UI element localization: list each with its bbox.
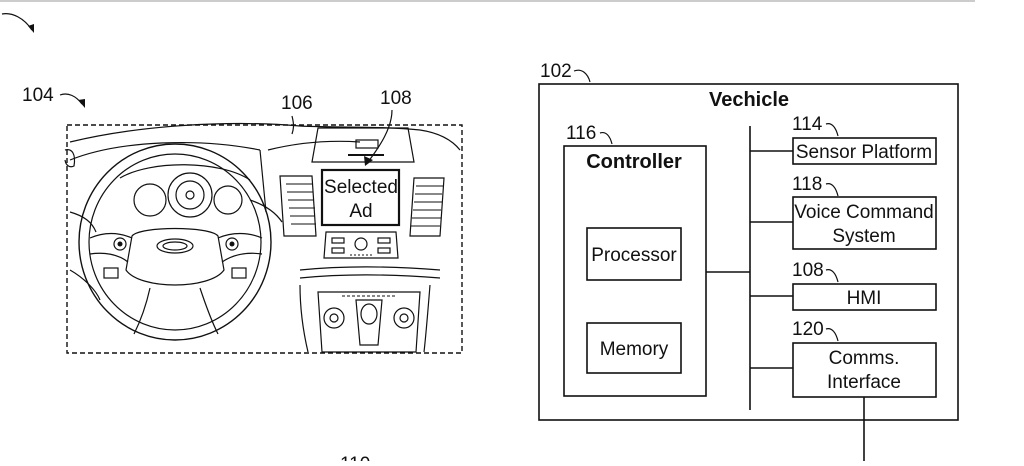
sensor-platform-label: Sensor Platform xyxy=(796,142,932,163)
dashboard-ref-label: 104 xyxy=(22,85,54,106)
hmi-screen xyxy=(320,168,401,227)
voice-command-label-line2: System xyxy=(832,226,895,247)
memory-label: Memory xyxy=(600,339,669,360)
comms-label-line1: Comms. xyxy=(829,348,900,369)
comms-ref-leader xyxy=(825,328,839,342)
hmi-box xyxy=(792,283,937,311)
comms-ref-label: 120 xyxy=(792,319,824,340)
sensor-ref-label: 114 xyxy=(792,114,823,135)
memory-box xyxy=(586,322,682,374)
vehicle-block-diagram: 102 Vechicle 116 Controller Processor Me… xyxy=(538,61,959,461)
vehicle-title: Vechicle xyxy=(709,89,789,111)
vehicle-ref-leader xyxy=(573,69,591,83)
processor-box xyxy=(586,227,682,281)
controller-ref-leader xyxy=(599,131,613,145)
hmi-ref-arrowhead-icon xyxy=(364,156,373,166)
hmi-ref-label: 108 xyxy=(380,88,412,109)
dashboard-frame xyxy=(66,124,463,354)
hmi-block-ref-label: 108 xyxy=(792,260,824,281)
dashboard-illustration: 104 106 108 xyxy=(22,85,463,354)
hmi-ref-leader xyxy=(367,109,393,163)
center-console xyxy=(317,291,421,353)
hmi-block-ref-leader xyxy=(825,269,839,283)
screen-text-line1: Selected xyxy=(324,177,398,198)
comms-label-line2: Interface xyxy=(827,372,901,393)
voice-ref-label: 118 xyxy=(792,174,822,195)
controller-title: Controller xyxy=(586,151,682,173)
screen-ref-label: 106 xyxy=(281,93,313,114)
vehicle-ref-label: 102 xyxy=(540,61,572,82)
hmi-label: HMI xyxy=(847,288,882,309)
sensor-ref-leader xyxy=(825,123,839,137)
bottom-ref-label: 110 xyxy=(340,454,370,461)
processor-label: Processor xyxy=(591,245,677,266)
voice-command-box xyxy=(792,196,937,250)
voice-ref-leader xyxy=(825,183,839,197)
control-panel xyxy=(323,231,399,259)
controller-ref-label: 116 xyxy=(566,123,596,144)
sensor-platform-box xyxy=(792,137,937,165)
comms-interface-box xyxy=(792,342,937,398)
right-vent xyxy=(409,177,445,237)
voice-command-label-line1: Voice Command xyxy=(794,202,933,223)
screen-text-line2: Ad xyxy=(349,201,372,222)
steering-wheel xyxy=(78,143,272,341)
left-vent xyxy=(279,175,317,237)
figure-arrow-icon xyxy=(1,13,34,33)
dashboard-ref-arrow-icon xyxy=(59,93,85,108)
